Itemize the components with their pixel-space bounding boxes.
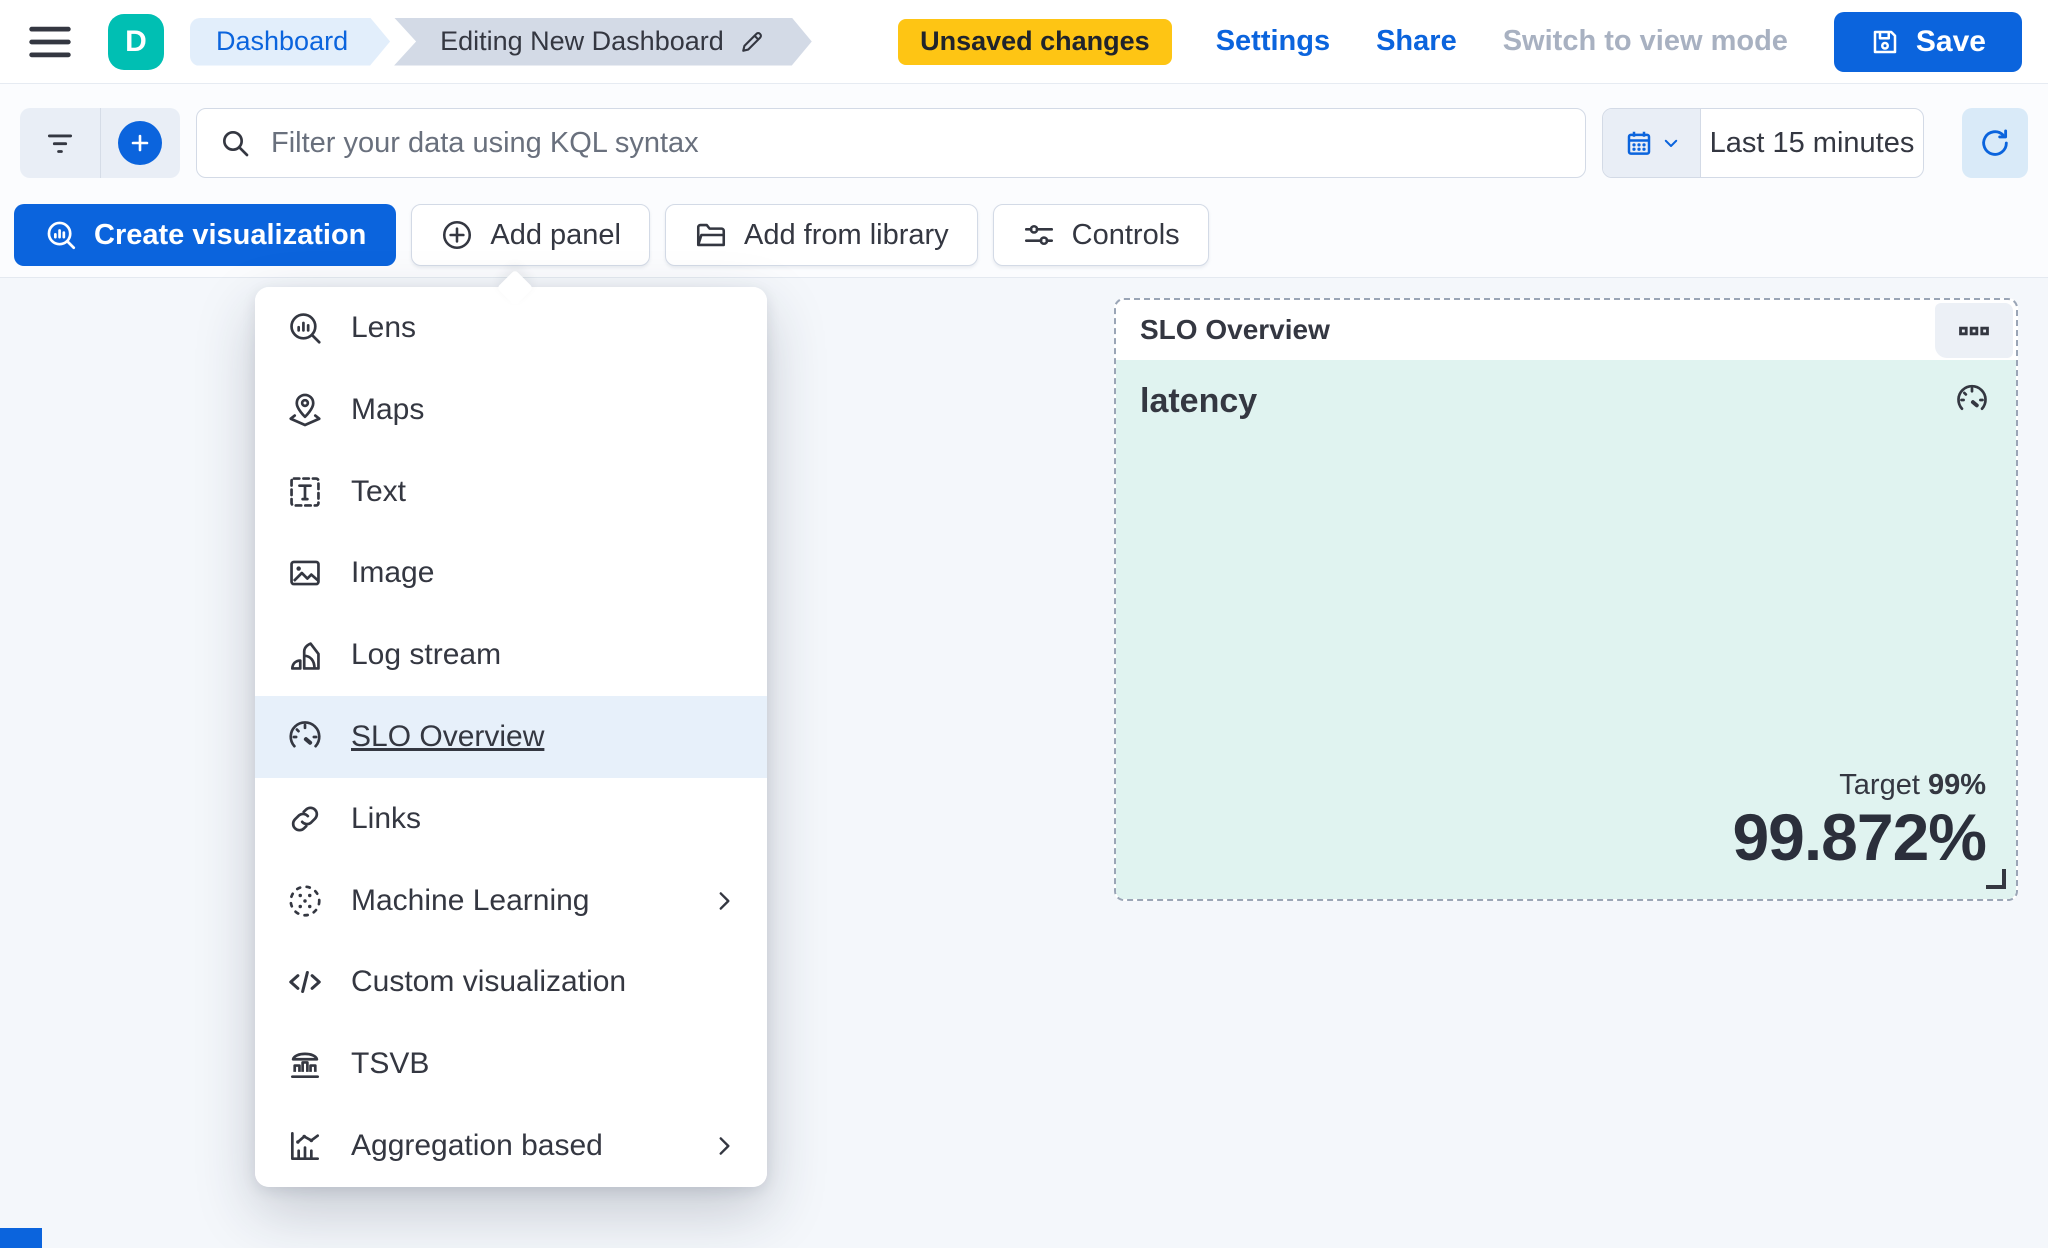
lens-icon bbox=[44, 218, 78, 252]
add-from-library-button[interactable]: Add from library bbox=[665, 204, 978, 266]
bottom-left-panel-edge bbox=[0, 1228, 42, 1248]
time-range-value[interactable]: Last 15 minutes bbox=[1701, 109, 1923, 177]
add-filter-button[interactable] bbox=[99, 108, 181, 178]
gauge-icon bbox=[285, 717, 325, 757]
menu-item-maps[interactable]: Maps bbox=[255, 368, 767, 451]
create-visualization-label: Create visualization bbox=[94, 218, 367, 251]
menu-item-aggregation-based[interactable]: Aggregation based bbox=[255, 1105, 767, 1187]
chevron-right-icon bbox=[711, 1133, 737, 1159]
aggregation-icon bbox=[285, 1126, 325, 1166]
create-visualization-button[interactable]: Create visualization bbox=[14, 204, 397, 266]
save-label: Save bbox=[1915, 24, 1986, 58]
menu-item-lens[interactable]: Lens bbox=[255, 287, 767, 369]
panel-header: SLO Overview bbox=[1116, 300, 2016, 360]
menu-item-text[interactable]: Text bbox=[255, 450, 767, 533]
controls-button[interactable]: Controls bbox=[992, 204, 1209, 266]
menu-item-custom-visualization[interactable]: Custom visualization bbox=[255, 941, 767, 1024]
calendar-dropdown-button[interactable] bbox=[1603, 109, 1701, 177]
log-stream-icon bbox=[285, 635, 325, 675]
chevron-down-icon bbox=[1662, 134, 1680, 152]
lens-icon bbox=[285, 308, 325, 348]
controls-label: Controls bbox=[1071, 218, 1180, 251]
slo-metric-body: latency Target 99% 99.872% bbox=[1116, 360, 2016, 899]
save-icon bbox=[1870, 27, 1900, 57]
search-icon bbox=[219, 127, 251, 159]
menu-hamburger-icon[interactable] bbox=[26, 20, 74, 64]
menu-item-image[interactable]: Image bbox=[255, 532, 767, 615]
add-panel-menu: Lens Maps Text Image bbox=[255, 269, 767, 1187]
plus-icon bbox=[118, 121, 163, 165]
filter-icon[interactable] bbox=[20, 108, 100, 178]
link-icon bbox=[285, 799, 325, 839]
time-picker: Last 15 minutes bbox=[1602, 108, 1924, 178]
space-avatar[interactable]: D bbox=[108, 13, 164, 70]
unsaved-changes-badge: Unsaved changes bbox=[898, 18, 1172, 65]
dashboard-toolbar: Last 15 minutes Create visualization bbox=[0, 84, 2048, 278]
pencil-icon bbox=[738, 28, 766, 56]
machine-learning-icon bbox=[285, 881, 325, 921]
refresh-icon bbox=[1978, 126, 2012, 160]
settings-link[interactable]: Settings bbox=[1215, 25, 1331, 57]
folder-icon bbox=[694, 218, 728, 252]
slo-readout: Target 99% 99.872% bbox=[1732, 769, 1987, 874]
boxes-horizontal-icon bbox=[1957, 314, 1991, 348]
add-panel-button[interactable]: Add panel bbox=[411, 204, 650, 266]
share-link[interactable]: Share bbox=[1376, 25, 1457, 57]
chevron-right-icon bbox=[711, 888, 737, 914]
slo-target-line: Target 99% bbox=[1732, 769, 1986, 802]
menu-item-log-stream[interactable]: Log stream bbox=[255, 614, 767, 697]
breadcrumb-dashboard[interactable]: Dashboard bbox=[190, 18, 390, 66]
save-button[interactable]: Save bbox=[1833, 11, 2022, 72]
slo-metric-name: latency bbox=[1140, 382, 1258, 420]
menu-item-machine-learning[interactable]: Machine Learning bbox=[255, 859, 767, 942]
menu-item-slo-overview[interactable]: SLO Overview bbox=[255, 696, 767, 778]
switch-to-view-mode-link[interactable]: Switch to view mode bbox=[1502, 25, 1788, 57]
kql-search-box bbox=[196, 108, 1586, 178]
gauge-icon bbox=[1954, 382, 1990, 418]
edit-actions-row: Create visualization Add panel Add from … bbox=[14, 204, 1209, 266]
query-bar-row: Last 15 minutes bbox=[20, 108, 2028, 178]
calendar-icon bbox=[1624, 128, 1654, 158]
image-icon bbox=[285, 553, 325, 593]
sliders-icon bbox=[1022, 218, 1056, 252]
text-icon bbox=[285, 472, 325, 512]
slo-target-value: 99% bbox=[1927, 768, 1986, 801]
menu-item-links[interactable]: Links bbox=[255, 777, 767, 860]
slo-value: 99.872% bbox=[1732, 799, 1987, 874]
panel-title: SLO Overview bbox=[1140, 314, 1330, 345]
add-panel-label: Add panel bbox=[490, 218, 621, 251]
breadcrumb-editing-dashboard[interactable]: Editing New Dashboard bbox=[394, 18, 812, 66]
breadcrumb: Dashboard Editing New Dashboard bbox=[190, 18, 812, 66]
code-icon bbox=[285, 962, 325, 1002]
menu-item-tsvb[interactable]: TSVB bbox=[255, 1023, 767, 1106]
add-from-library-label: Add from library bbox=[744, 218, 949, 251]
tsvb-icon bbox=[285, 1044, 325, 1084]
slo-target-label: Target bbox=[1839, 768, 1920, 801]
refresh-button[interactable] bbox=[1962, 108, 2028, 178]
plus-circle-icon bbox=[440, 218, 474, 252]
panel-resize-handle[interactable] bbox=[1986, 869, 2006, 889]
breadcrumb-editing-label: Editing New Dashboard bbox=[440, 26, 724, 56]
filter-button-group bbox=[20, 108, 180, 178]
panel-options-button[interactable] bbox=[1935, 303, 2013, 358]
top-header: D Dashboard Editing New Dashboard Unsave… bbox=[0, 0, 2048, 84]
maps-icon bbox=[285, 390, 325, 430]
slo-overview-panel: SLO Overview latency Target 99% 99.872% bbox=[1114, 298, 2018, 901]
kql-search-input[interactable] bbox=[271, 126, 1577, 160]
